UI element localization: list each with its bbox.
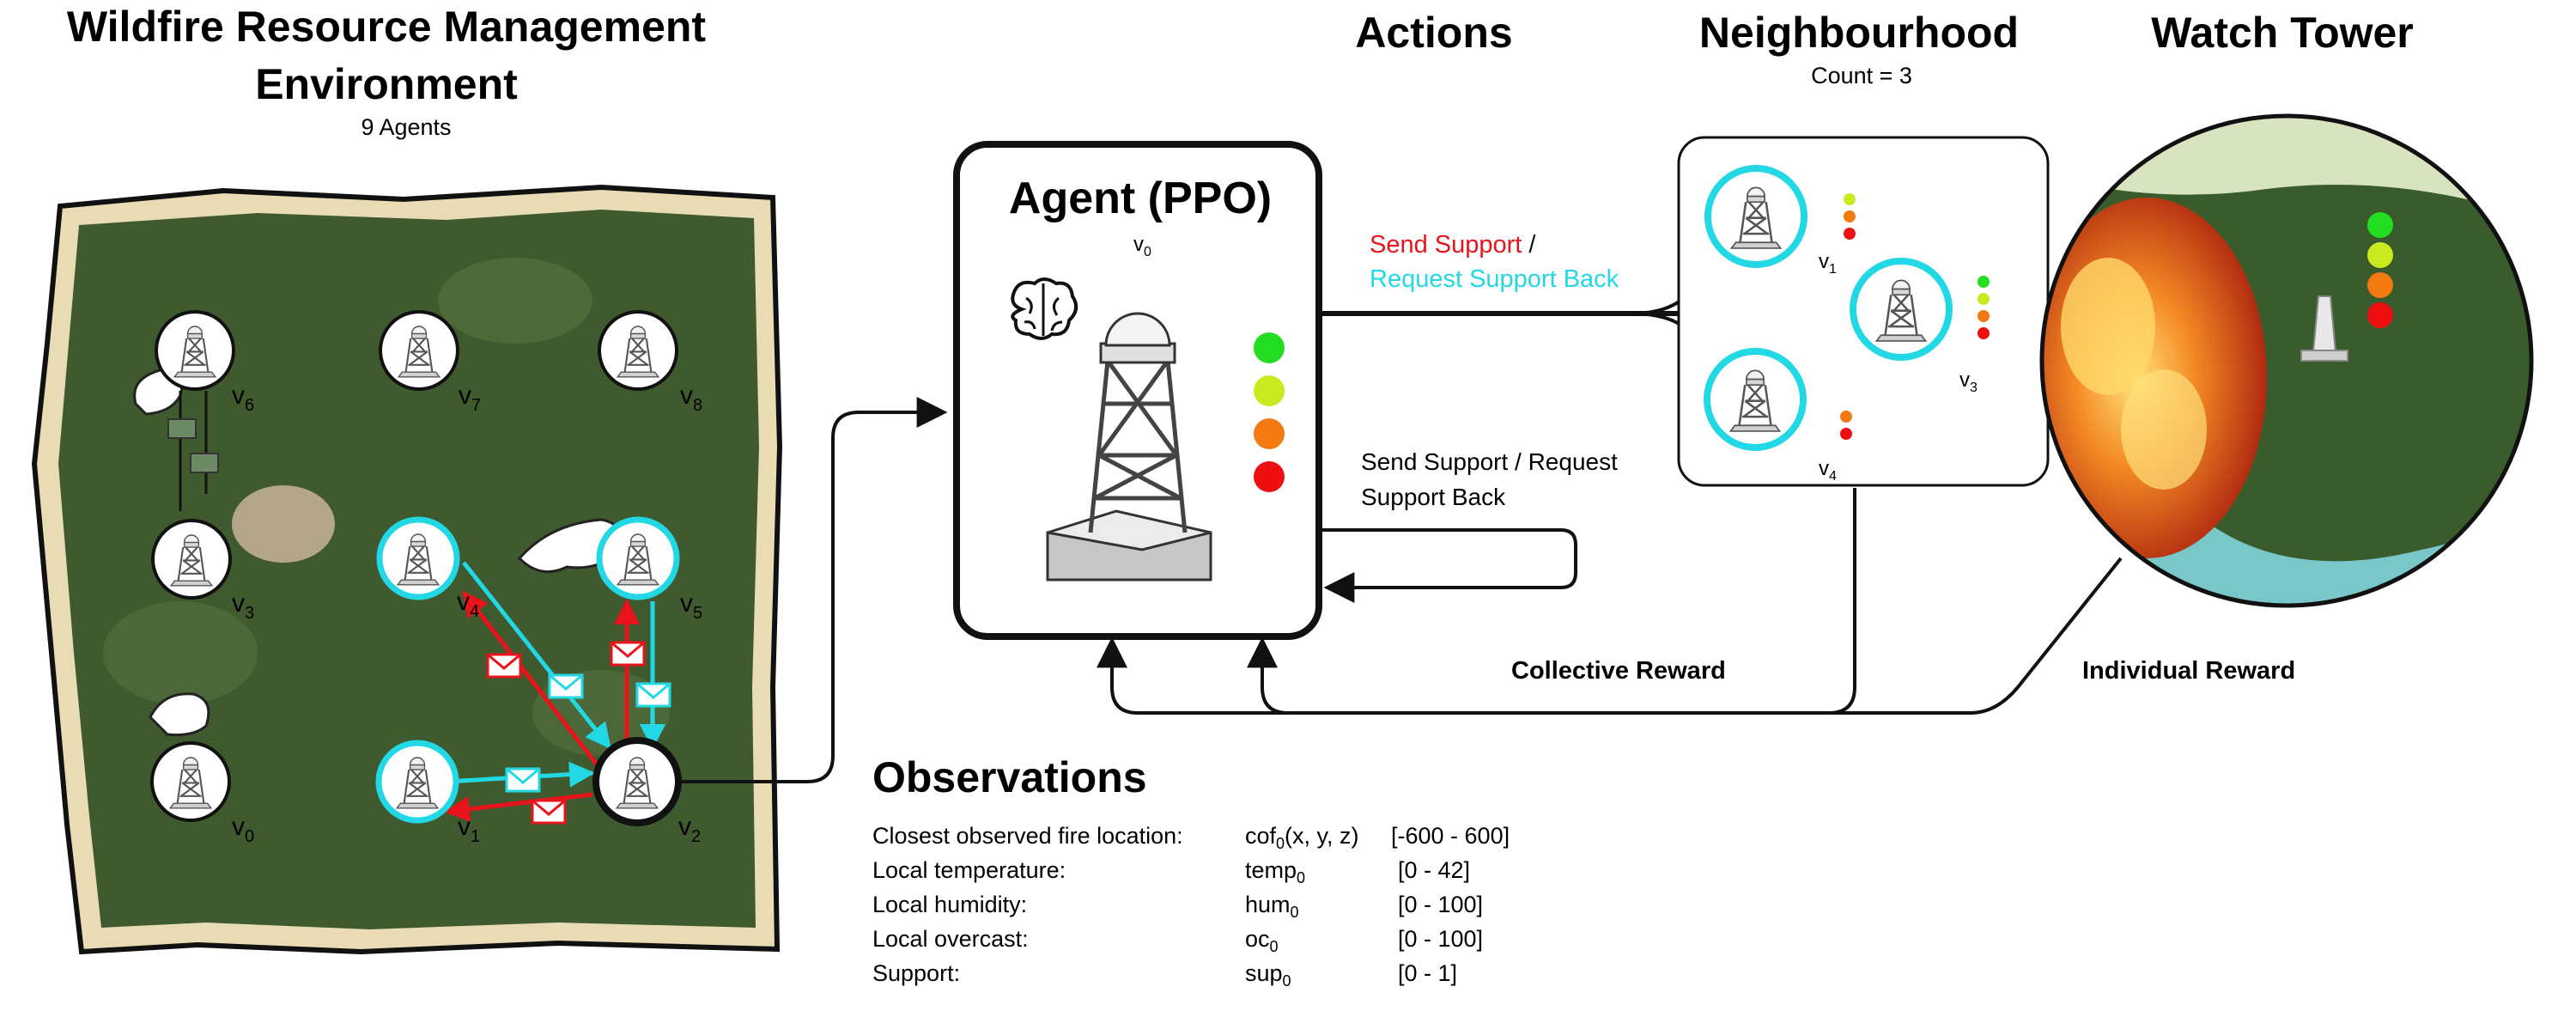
obs-row-1: Local temperature: temp0 [0 - 42]: [872, 857, 1470, 886]
map-agent-v3: v3: [151, 519, 254, 623]
svg-text:[0 - 1]: [0 - 1]: [1398, 960, 1457, 986]
map-agent-v2: v2: [592, 737, 701, 846]
env-to-agent-connector: [680, 397, 948, 783]
svg-text:v4: v4: [457, 588, 479, 621]
collective-reward-label: Collective Reward: [1511, 657, 1726, 685]
actions-title: Actions: [1355, 9, 1512, 57]
watch-tower-view: [2039, 113, 2534, 608]
obs-row-2: Local humidity: hum0 [0 - 100]: [872, 892, 1483, 921]
observations-table: Closest observed fire location: cof0(x, …: [872, 823, 1510, 990]
map-agent-v5: v5: [596, 516, 702, 623]
svg-text:hum0: hum0: [1245, 892, 1299, 921]
action-send-request-label: Send Support /: [1370, 231, 1536, 259]
svg-text:v6: v6: [232, 381, 254, 415]
svg-text:[-600 - 600]: [-600 - 600]: [1391, 823, 1510, 849]
light-red: [1254, 461, 1285, 492]
svg-text:v3: v3: [1959, 368, 1978, 395]
map-agent-v4: v4: [376, 516, 479, 621]
svg-text:temp0: temp0: [1245, 857, 1305, 886]
brain-icon: [1011, 277, 1078, 340]
svg-text:v7: v7: [459, 381, 481, 415]
obs-row-4: Support: sup0 [0 - 1]: [872, 960, 1457, 990]
agent-title: Agent (PPO): [1009, 174, 1272, 223]
individual-reward-label: Individual Reward: [2082, 657, 2295, 685]
map-agent-v1: v1: [375, 740, 480, 846]
svg-text:v8: v8: [680, 381, 702, 415]
neighbourhood-count: Count = 3: [1811, 63, 1912, 88]
map-agent-v8: v8: [598, 310, 702, 415]
svg-text:Closest observed fire location: Closest observed fire location:: [872, 823, 1183, 849]
svg-text:v1: v1: [458, 813, 480, 846]
loop-label-line2: Support Back: [1361, 484, 1506, 510]
map-agent-v6: v6: [155, 310, 254, 415]
svg-text:[0 - 42]: [0 - 42]: [1398, 857, 1470, 883]
obs-row-3: Local overcast: oc0 [0 - 100]: [872, 926, 1483, 955]
neighbour-v3: v3: [1850, 258, 1990, 395]
svg-text:v2: v2: [678, 813, 701, 846]
observations-title: Observations: [872, 753, 1147, 801]
svg-text:v5: v5: [680, 589, 702, 623]
svg-text:Local humidity:: Local humidity:: [872, 892, 1027, 917]
neighbour-v4: v4: [1704, 348, 1852, 484]
map-agent-v0: v0: [150, 741, 254, 846]
svg-text:[0 - 100]: [0 - 100]: [1398, 892, 1483, 917]
map-links: [167, 391, 671, 825]
obs-row-0: Closest observed fire location: cof0(x, …: [872, 823, 1510, 852]
svg-text:Local temperature:: Local temperature:: [872, 857, 1066, 883]
reward-lines: [1097, 488, 2123, 715]
env-title-line2: Environment: [255, 60, 518, 108]
env-title-line1: Wildfire Resource Management: [67, 3, 707, 51]
neighbour-v1: v1: [1704, 165, 1856, 277]
svg-text:v4: v4: [1819, 457, 1837, 484]
action-request-label: Request Support Back: [1370, 265, 1619, 293]
svg-text:v0: v0: [232, 813, 254, 846]
light-green: [1254, 332, 1285, 363]
svg-text:Support:: Support:: [872, 960, 960, 986]
svg-text:Local overcast:: Local overcast:: [872, 926, 1029, 952]
svg-text:cof0(x, y, z): cof0(x, y, z): [1245, 823, 1359, 852]
svg-text:v3: v3: [232, 589, 254, 623]
self-loop-arrow: [1322, 528, 1577, 603]
watch-tower-title: Watch Tower: [2151, 9, 2414, 57]
agent-tower-icon: [1046, 312, 1212, 582]
svg-text:v1: v1: [1819, 250, 1837, 277]
neighbourhood-box: v1 v3 v4: [1677, 136, 2050, 487]
map-agent-v7: v7: [379, 310, 481, 415]
neighbourhood-title: Neighbourhood: [1699, 9, 2019, 57]
svg-text:oc0: oc0: [1245, 926, 1279, 955]
svg-text:[0 - 100]: [0 - 100]: [1398, 926, 1483, 952]
light-orange: [1254, 418, 1285, 449]
loop-label-line1: Send Support / Request: [1361, 448, 1618, 475]
agent-label: v0: [1133, 233, 1151, 259]
svg-text:sup0: sup0: [1245, 960, 1291, 990]
light-yellow: [1254, 375, 1285, 406]
env-subtitle: 9 Agents: [361, 114, 451, 140]
agent-box: Agent (PPO) v0: [953, 141, 1322, 640]
